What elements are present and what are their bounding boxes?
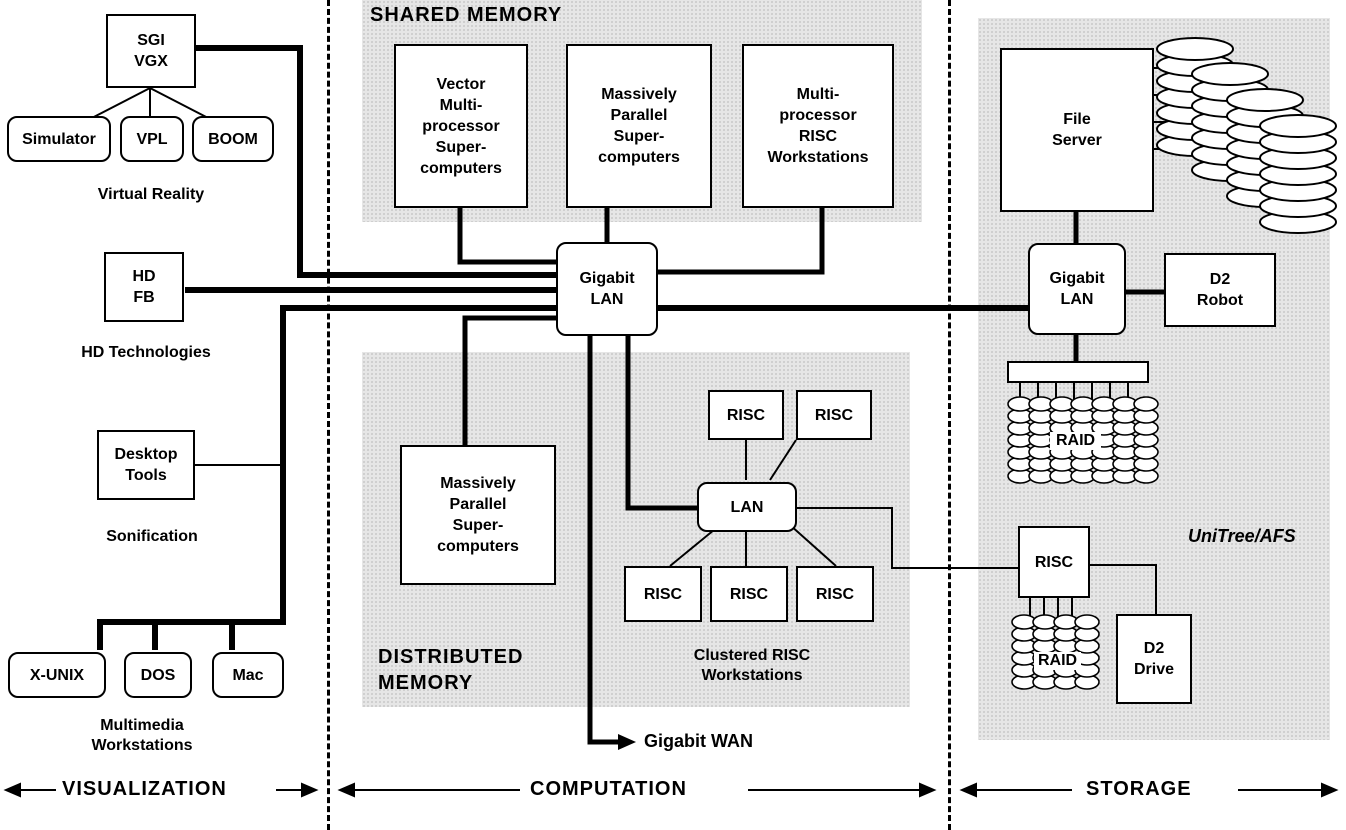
divider-computation-storage: [948, 0, 951, 830]
raid-disks-icon: [1007, 396, 1159, 484]
lan-hub[interactable]: LAN: [697, 482, 797, 532]
dos-node[interactable]: DOS: [124, 652, 192, 698]
sgi-vgx-node[interactable]: SGI VGX: [106, 14, 196, 88]
x-unix-node[interactable]: X-UNIX: [8, 652, 106, 698]
shared-memory-title: SHARED MEMORY: [370, 4, 563, 26]
gigabit-wan-label: Gigabit WAN: [644, 731, 753, 751]
multiprocessor-risc-node[interactable]: Multi- processor RISC Workstations: [742, 44, 894, 208]
risc-node[interactable]: RISC: [796, 566, 874, 622]
footer-computation: COMPUTATION: [530, 778, 687, 800]
massively-parallel-distributed-node[interactable]: Massively Parallel Super- computers: [400, 445, 556, 585]
distributed-memory-title: DISTRIBUTED MEMORY: [378, 646, 524, 694]
risc-node[interactable]: RISC: [708, 390, 784, 440]
file-server-node[interactable]: File Server: [1000, 48, 1154, 212]
disk-stack-icon: [1259, 114, 1337, 234]
mac-node[interactable]: Mac: [212, 652, 284, 698]
sonification-label: Sonification: [106, 528, 198, 545]
boom-node[interactable]: BOOM: [192, 116, 274, 162]
vpl-node[interactable]: VPL: [120, 116, 184, 162]
risc-node[interactable]: RISC: [796, 390, 872, 440]
raid-array-icon: [1007, 361, 1149, 400]
gigabit-lan-hub[interactable]: Gigabit LAN: [556, 242, 658, 336]
clustered-risc-label: Clustered RISC Workstations: [693, 647, 811, 684]
vector-multiprocessor-node[interactable]: Vector Multi- processor Super- computers: [394, 44, 528, 208]
hd-technologies-label: HD Technologies: [81, 344, 211, 361]
footer-visualization: VISUALIZATION: [62, 778, 227, 800]
storage-gigabit-lan-hub[interactable]: Gigabit LAN: [1028, 243, 1126, 335]
storage-risc-node[interactable]: RISC: [1018, 526, 1090, 598]
divider-visualization-computation: [327, 0, 330, 830]
raid-label: RAID: [1050, 432, 1102, 450]
hd-fb-node[interactable]: HD FB: [104, 252, 184, 322]
multimedia-workstations-label: Multimedia Workstations: [91, 717, 193, 754]
unitree-title: UniTree/AFS: [1188, 526, 1296, 546]
footer-storage: STORAGE: [1086, 778, 1192, 800]
massively-parallel-shared-node[interactable]: Massively Parallel Super- computers: [566, 44, 712, 208]
risc-node[interactable]: RISC: [710, 566, 788, 622]
risc-node[interactable]: RISC: [624, 566, 702, 622]
simulator-node[interactable]: Simulator: [7, 116, 111, 162]
desktop-tools-node[interactable]: Desktop Tools: [97, 430, 195, 500]
d2-robot-node[interactable]: D2 Robot: [1164, 253, 1276, 327]
raid-small-icon: [1011, 598, 1100, 690]
virtual-reality-label: Virtual Reality: [97, 186, 205, 203]
raid-small-label: RAID: [1034, 652, 1082, 670]
d2-drive-node[interactable]: D2 Drive: [1116, 614, 1192, 704]
